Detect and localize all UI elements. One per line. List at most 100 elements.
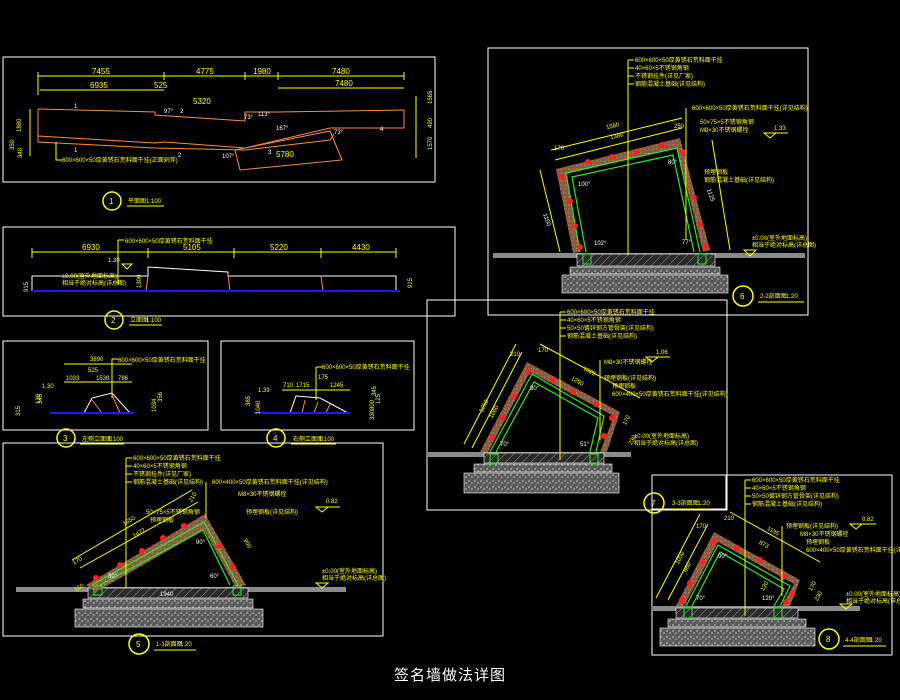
view-8-frame xyxy=(651,474,893,656)
v7-dim-0: 1250 xyxy=(479,398,491,413)
v3-dim-left-1: 130 xyxy=(36,393,42,404)
v1-section-mark-4: 4 xyxy=(380,127,384,133)
v7-note-top-2: 50×50镀锌钢方管骨架(详见结构) xyxy=(567,324,654,332)
v1-label-circle xyxy=(102,191,122,211)
v5-dim-6: 160 xyxy=(74,583,86,594)
view-2-frame xyxy=(2,226,456,317)
v6-note-right-4: 钢筋混凝土基础(详见结构) xyxy=(704,176,774,184)
v8-label-circle xyxy=(818,628,840,650)
v2-dim-top-3: 4430 xyxy=(352,243,370,252)
v8-angle-2: 120° xyxy=(762,596,775,602)
v6-elevation: 1.33 xyxy=(774,126,786,132)
v4-dim-top-3: 1245 xyxy=(330,383,344,389)
v6-label-name: 2-2剖面图 xyxy=(760,292,787,300)
v1-section-mark-2b: 2 xyxy=(178,153,182,159)
v8-elevation: 0.82 xyxy=(862,517,874,523)
v5-note-top-0: 600×600×50厚黄锈石荒料面干挂 xyxy=(133,454,221,462)
view-5-section-1-1: 600×600×50厚黄锈石荒料面干挂 40×60×5不锈钢角钢 不锈钢挂件(详… xyxy=(2,442,386,655)
v7-label-number: 7 xyxy=(651,499,656,508)
v8-note-top-0: 600×600×50厚黄锈石荒料面干挂 xyxy=(752,476,840,484)
v5-angle-2: 60° xyxy=(210,574,220,580)
v3-wall-outline xyxy=(83,392,131,414)
v4-dim-top-2: 175 xyxy=(318,375,329,381)
v6-ground-note-0: ±0.00(室外地面标高) xyxy=(752,234,807,242)
v1-dim-right-0: 1565 xyxy=(428,90,434,104)
v8-angle-0: 90° xyxy=(718,554,728,560)
v8-label-number: 8 xyxy=(826,635,831,644)
v8-dim-6: 120 xyxy=(760,580,770,592)
v4-label-name: 右侧立面图 xyxy=(293,435,323,443)
v4-dim-left-0: 385 xyxy=(246,395,252,406)
v1-dim-second-3: 7480 xyxy=(335,79,353,88)
view-1-frame xyxy=(2,56,436,183)
v5-bolts xyxy=(93,523,236,581)
v8-dim-3: 210 xyxy=(724,516,735,522)
v7-angle-0: 90° xyxy=(530,386,540,392)
v6-dim-3: 250 xyxy=(674,124,685,130)
v3-dim-top-1: 525 xyxy=(88,368,99,374)
v6-note-top-0: 600×600×50厚黄锈石荒料面干挂 xyxy=(635,56,723,64)
v5-label-number: 5 xyxy=(136,640,141,649)
v8-note-top-3: 钢筋混凝土基础(详见结构) xyxy=(752,500,822,508)
v1-dim-top-3: 7480 xyxy=(332,67,350,76)
v1-dim-left-2: 340 xyxy=(18,147,24,158)
v1-label-name: 平面图 xyxy=(128,198,146,205)
v5-angle-1: 30° xyxy=(108,574,118,580)
v8-note-right-3: 600×400×50厚黄锈石荒料面干挂(详见结构) xyxy=(806,546,900,554)
v5-dim-0: 1650 xyxy=(122,515,137,527)
v6-label-scale: 1:20 xyxy=(786,294,798,300)
v4-dim-right-0: 345 xyxy=(372,385,378,396)
v6-angle-1: 100° xyxy=(578,182,591,188)
v2-note: 600×600×50厚黄锈石荒料面干挂 xyxy=(125,237,213,245)
v6-label-number: 6 xyxy=(740,292,745,301)
v6-note-top-3: 钢筋混凝土基础(详见结构) xyxy=(635,80,705,88)
v2-label-scale: 1:100 xyxy=(146,318,162,324)
v2-ground-note-1: 相当于绝对标高(详总图) xyxy=(62,279,126,287)
v4-dim-right-3: 330 xyxy=(370,409,376,420)
v1-note: 600×600×50厚黄锈石荒料面干挂(正面剁斧) xyxy=(62,156,178,164)
v1-wall-top xyxy=(37,108,405,122)
v8-dim-8: 230 xyxy=(814,590,824,602)
view-3-left-elevation: 3890 525 1033 1539 786 600×600×50厚黄锈石荒料面… xyxy=(2,340,209,448)
view-5-frame xyxy=(2,442,384,637)
v3-dim-second-2: 786 xyxy=(118,376,129,382)
view-2-elevation: 6930 5105 5220 4430 600×600×50厚黄锈石荒料面干挂 … xyxy=(2,226,456,330)
v7-dim-3: 170 xyxy=(538,348,549,354)
v7-label-name: 3-3剖面图 xyxy=(672,499,699,507)
v4-note: 600×600×50厚黄锈石荒料面干挂 xyxy=(322,363,410,371)
v7-dim-5: 1290 xyxy=(570,376,585,388)
v1-angle-2: 113° xyxy=(258,112,271,118)
v7-note-top-1: 40×60×5不锈钢角钢 xyxy=(567,316,621,324)
v7-foundation-upper xyxy=(473,463,613,473)
v8-dim-1: 860 xyxy=(683,561,693,573)
view-6-frame xyxy=(487,47,809,316)
v8-dim-4: 1195 xyxy=(766,526,781,538)
v6-label-circle xyxy=(732,285,754,307)
v6-foundation-upper xyxy=(569,266,721,275)
v8-label-name: 4-4剖面图 xyxy=(845,636,872,644)
v1-angle-5: 107° xyxy=(222,154,235,160)
v5-elevation: 0.82 xyxy=(326,499,338,505)
v5-dim-3: 170 xyxy=(72,556,84,567)
v7-dim-4: 1629 xyxy=(582,366,597,378)
v5-dim-4: 1940 xyxy=(160,592,174,598)
v6-dim-1: 1380 xyxy=(610,132,625,141)
v5-note-top-1: 40×60×5不锈钢角钢 xyxy=(133,462,187,470)
v1-dim-left-1: 350 xyxy=(10,139,16,150)
v4-dim-left-1: 1040 xyxy=(256,400,262,414)
v6-ground-note-1: 相当于绝对标高(详总图) xyxy=(752,241,816,249)
v4-elevation: 1.39 xyxy=(258,388,270,394)
v6-dim-4: 1150 xyxy=(541,213,551,228)
v3-dim-right-1: 356 xyxy=(158,391,164,402)
v1-dim-top-1: 4775 xyxy=(196,67,214,76)
v3-label-scale: 1:100 xyxy=(108,437,124,443)
v8-dim-0: 1050 xyxy=(675,550,687,565)
v1-dim-second-2: 5320 xyxy=(193,97,211,106)
v7-angle-2: 51° xyxy=(580,442,590,448)
view-8-section-4-4: 600×600×50厚黄锈石荒料面干挂 40×60×5不锈钢角钢 50×50镀锌… xyxy=(651,474,900,656)
v7-foundation-lower xyxy=(463,472,620,494)
v5-note-mid-0: 50×75×5不锈钢角钢 xyxy=(146,508,200,516)
v1-dim-top-0: 7455 xyxy=(92,67,110,76)
v7-note-right-2: 预埋钢板 xyxy=(612,382,636,390)
